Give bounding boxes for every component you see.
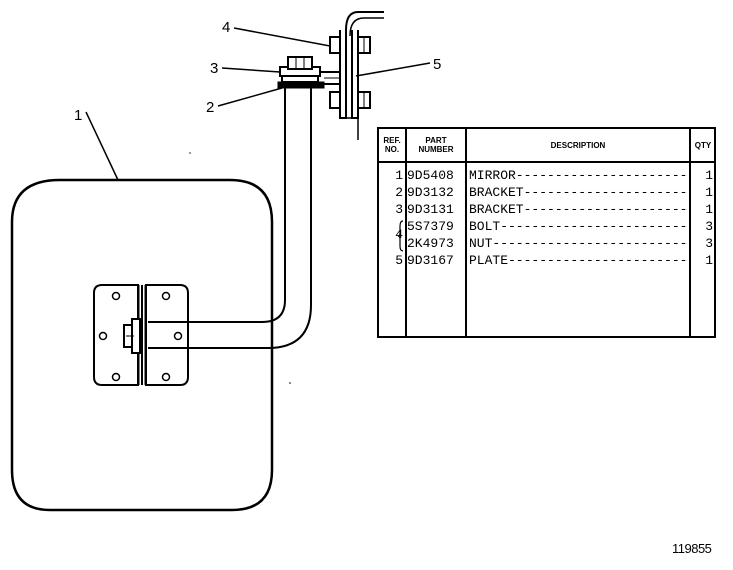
callout-3: 3 <box>210 60 218 77</box>
leader-2 <box>217 87 283 107</box>
callout-2: 2 <box>206 99 214 116</box>
leader-lines <box>85 27 431 181</box>
row-description: BOLT------------------------------------… <box>469 219 689 234</box>
row-part-number: 9D3167 <box>407 253 454 268</box>
row-ref: 5 <box>395 253 403 268</box>
row-ref: 3 <box>395 202 403 217</box>
header-description: DESCRIPTION <box>550 140 606 150</box>
parts-table-header <box>379 129 714 163</box>
leader-3 <box>221 67 281 73</box>
header-part-number: PART NUMBER <box>418 136 454 154</box>
clamp-assembly <box>277 11 384 140</box>
header-qty: QTY <box>694 140 712 150</box>
row-qty: 3 <box>705 219 713 234</box>
row-description: BRACKET---------------------------------… <box>469 202 689 217</box>
row-qty: 1 <box>705 185 713 200</box>
support-arm <box>148 86 312 349</box>
group-brace <box>397 220 404 252</box>
table-row: 2K4973 NUT------------------------------… <box>379 235 714 252</box>
callout-1: 1 <box>74 107 82 124</box>
mirror-hinge-plate <box>93 284 189 386</box>
leader-4 <box>233 27 331 47</box>
row-part-number: 9D3132 <box>407 185 454 200</box>
row-description: PLATE-----------------------------------… <box>469 253 689 268</box>
callout-4: 4 <box>222 19 230 36</box>
row-qty: 1 <box>705 202 713 217</box>
row-ref: 2 <box>395 185 403 200</box>
row-qty: 1 <box>705 168 713 183</box>
drawing-number: 119855 <box>672 541 712 556</box>
row-part-number: 5S7379 <box>407 219 454 234</box>
row-description: BRACKET---------------------------------… <box>469 185 689 200</box>
header-ref-no: REF. NO. <box>383 136 401 154</box>
callout-5: 5 <box>433 56 441 73</box>
leader-1 <box>85 111 119 181</box>
row-part-number: 2K4973 <box>407 236 454 251</box>
speck <box>289 382 291 384</box>
row-description: NUT-------------------------------------… <box>469 236 689 251</box>
table-row: 5 9D3167 PLATE--------------------------… <box>379 252 714 269</box>
row-ref: 1 <box>395 168 403 183</box>
mirror-body <box>10 178 274 512</box>
row-part-number: 9D3131 <box>407 202 454 217</box>
column-divider <box>689 129 691 336</box>
row-part-number: 9D5408 <box>407 168 454 183</box>
table-row: 1 9D5408 MIRROR-------------------------… <box>379 167 714 184</box>
row-description: MIRROR---------------------------------- <box>469 168 689 183</box>
row-qty: 3 <box>705 236 713 251</box>
table-row: 4 5S7379 BOLT---------------------------… <box>379 218 714 242</box>
parts-list-table: REF. NO. PART NUMBER DESCRIPTION QTY 1 9… <box>377 127 716 338</box>
row-qty: 1 <box>705 253 713 268</box>
table-row: 3 9D3131 BRACKET------------------------… <box>379 201 714 218</box>
speck <box>189 152 191 154</box>
leader-5 <box>355 62 431 77</box>
column-divider <box>405 129 407 336</box>
table-row: 2 9D3132 BRACKET------------------------… <box>379 184 714 201</box>
row-ref: 4 <box>395 227 403 242</box>
column-divider <box>465 129 467 336</box>
